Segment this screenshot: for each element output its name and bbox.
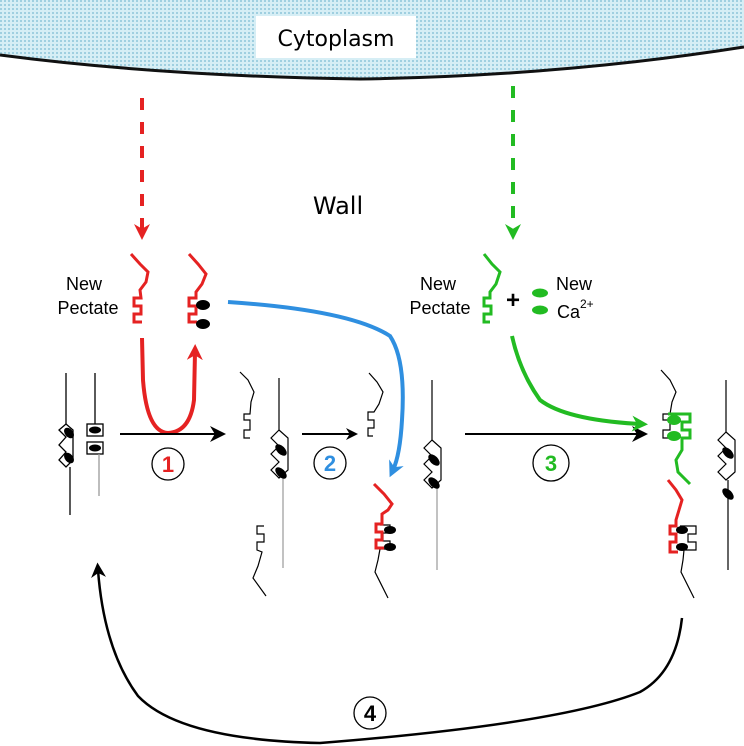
svg-text:2+: 2+ <box>580 297 594 311</box>
svg-text:Ca: Ca <box>557 302 581 322</box>
svg-text:2: 2 <box>324 451 336 476</box>
calcium-ion <box>196 300 210 310</box>
step-3-green-arrow <box>510 335 648 432</box>
calcium-ion <box>722 447 734 459</box>
wall-pectate-dimer <box>58 373 104 515</box>
svg-text:Pectate: Pectate <box>409 298 470 318</box>
new-calcium-ion <box>532 288 548 298</box>
calcium-ion <box>428 477 440 489</box>
calcium-ion <box>275 467 287 479</box>
svg-text:1: 1 <box>162 452 174 477</box>
plasma-membrane <box>0 45 744 81</box>
calcium-ion <box>384 543 396 551</box>
wall-label: Wall <box>313 192 363 220</box>
new-calcium-label: New Ca 2+ <box>556 274 594 322</box>
calcium-ion <box>89 444 101 452</box>
calcium-ion <box>676 526 688 534</box>
calcium-ion <box>676 543 688 551</box>
step-2-badge: 2 <box>313 446 347 480</box>
wall-pectate-separated <box>239 371 289 597</box>
svg-text:New: New <box>66 274 103 294</box>
svg-text:New: New <box>420 274 457 294</box>
svg-text:New: New <box>556 274 593 294</box>
new-calcium-ion <box>532 305 548 315</box>
cytoplasm-label: Cytoplasm <box>278 27 395 52</box>
red-new-pectate-label: New Pectate <box>57 274 118 318</box>
green-pectate-inserted <box>668 412 692 486</box>
calcium-ion <box>196 319 210 329</box>
cytoplasm-region: Cytoplasm <box>0 0 744 81</box>
red-pectate-final <box>666 479 684 554</box>
svg-text:3: 3 <box>545 451 557 476</box>
svg-text:Pectate: Pectate <box>57 298 118 318</box>
step-4-badge: 4 <box>353 696 387 730</box>
red-pectate-ca-chain <box>187 252 208 324</box>
step-4-return-arrow <box>91 562 684 745</box>
calcium-ion <box>89 426 101 434</box>
svg-text:4: 4 <box>364 701 377 726</box>
calcium-ion <box>428 454 440 466</box>
step-1-red-loop-arrow <box>140 337 203 436</box>
red-pectate-inserted <box>372 482 394 550</box>
step-1-badge: 1 <box>151 447 185 481</box>
cytoplasm-label-box <box>256 16 416 58</box>
calcium-ion <box>275 444 287 456</box>
step-3-badge: 3 <box>532 444 570 482</box>
calcium-ion <box>64 427 74 439</box>
plus-sign: + <box>506 287 520 314</box>
calcium-ion <box>722 488 734 500</box>
new-calcium-ion <box>667 415 681 425</box>
step-2-blue-arrow <box>227 300 405 478</box>
green-new-pectate-chain <box>482 253 502 324</box>
red-new-pectate-chain <box>129 252 150 324</box>
new-calcium-ion <box>667 431 681 441</box>
green-new-pectate-label: New Pectate <box>409 274 470 318</box>
calcium-ion <box>384 526 396 534</box>
calcium-ion <box>64 452 74 464</box>
